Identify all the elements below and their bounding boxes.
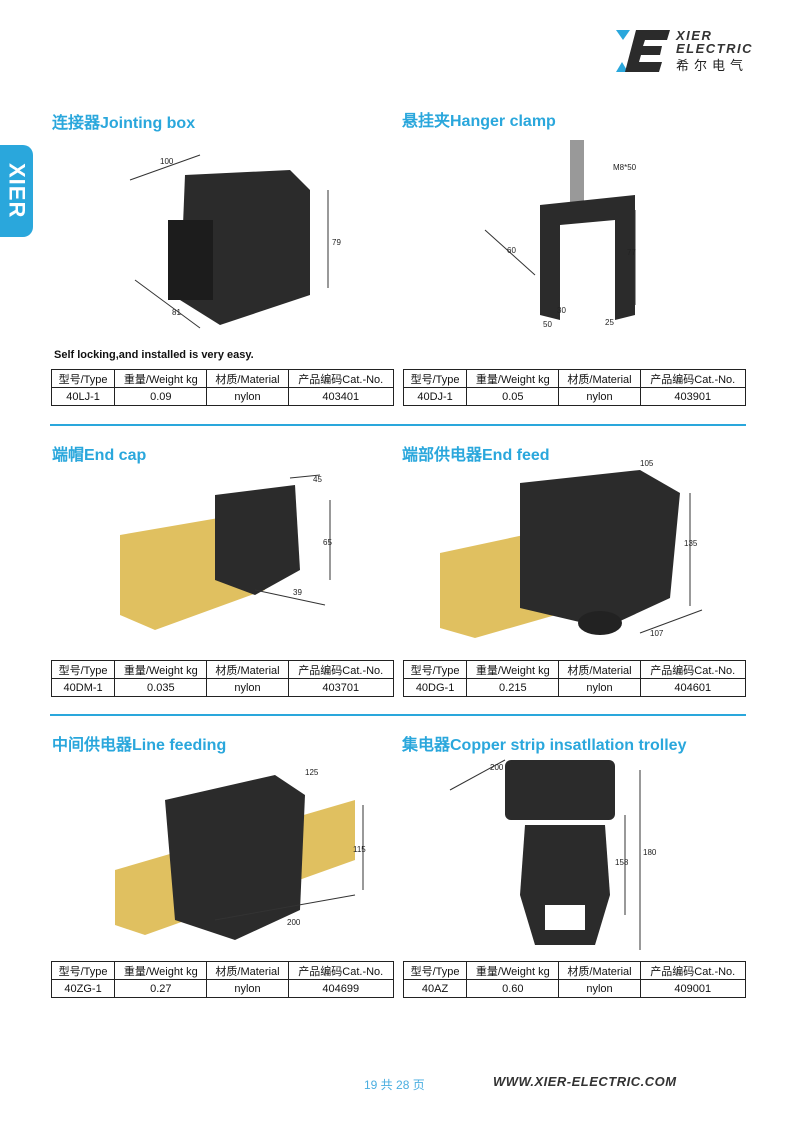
header-type: 型号/Type	[50, 961, 116, 980]
logo-mark-icon	[616, 30, 670, 72]
cell-material: nylon	[558, 979, 641, 998]
logo-text-cn: 希尔电气	[676, 58, 749, 73]
dim-label: 200	[490, 763, 504, 772]
section-divider	[50, 424, 746, 426]
website-url[interactable]: WWW.XIER-ELECTRIC.COM	[493, 1074, 677, 1089]
dim-label: 158	[615, 858, 629, 867]
brand-logo: XIER ELECTRIC 希尔电气	[612, 28, 762, 74]
page-number: 19 共 28 页	[364, 1078, 425, 1092]
cell-weight: 0.035	[114, 678, 208, 697]
header-material: 材质/Material	[206, 660, 289, 679]
cell-type: 40DM-1	[50, 678, 116, 697]
header-weight: 重量/Weight kg	[114, 369, 208, 388]
dim-label: 135	[684, 539, 698, 548]
header-weight: 重量/Weight kg	[114, 660, 208, 679]
cell-cat-no: 403901	[639, 387, 747, 406]
side-tab: XIER	[0, 145, 33, 237]
hanger-clamp-image: M8*50 60 77 30 50 25	[484, 140, 637, 329]
dim-label: 180	[643, 848, 657, 857]
end-feed-image: 105 135 107	[440, 459, 703, 638]
dim-label: 25	[605, 318, 614, 327]
dim-label: 65	[323, 538, 332, 547]
header-material: 材质/Material	[206, 369, 289, 388]
header-material: 材质/Material	[558, 961, 641, 980]
cell-weight: 0.60	[466, 979, 560, 998]
header-weight: 重量/Weight kg	[114, 961, 208, 980]
header-cat-no: 产品编码Cat.-No.	[639, 961, 747, 980]
header-cat-no: 产品编码Cat.-No.	[639, 660, 747, 679]
cell-weight: 0.27	[114, 979, 208, 998]
logo-text-electric: ELECTRIC	[676, 41, 753, 56]
cell-cat-no: 403701	[287, 678, 395, 697]
header-type: 型号/Type	[402, 369, 468, 388]
section-divider	[50, 714, 746, 716]
header-cat-no: 产品编码Cat.-No.	[639, 369, 747, 388]
cell-type: 40LJ-1	[50, 387, 116, 406]
cell-material: nylon	[206, 678, 289, 697]
product-note: Self locking,and installed is very easy.	[54, 349, 254, 361]
dim-label: 105	[640, 459, 654, 468]
dim-label: 79	[332, 238, 341, 247]
side-tab-label: XIER	[4, 163, 30, 219]
dim-label: 39	[293, 588, 302, 597]
header-cat-no: 产品编码Cat.-No.	[287, 961, 395, 980]
dim-label: 50	[543, 320, 552, 329]
dim-label: 60	[507, 246, 516, 255]
dim-label: 107	[650, 629, 664, 638]
cell-type: 40DJ-1	[402, 387, 468, 406]
cell-weight: 0.215	[466, 678, 560, 697]
cell-material: nylon	[206, 387, 289, 406]
header-material: 材质/Material	[558, 660, 641, 679]
header-type: 型号/Type	[402, 660, 468, 679]
end-cap-image: 45 65 39	[120, 474, 332, 630]
product-title: 中间供电器Line feeding	[52, 737, 227, 754]
header-type: 型号/Type	[50, 660, 116, 679]
cell-type: 40ZG-1	[50, 979, 116, 998]
cell-material: nylon	[558, 387, 641, 406]
cell-cat-no: 404601	[639, 678, 747, 697]
cell-weight: 0.09	[114, 387, 208, 406]
header-type: 型号/Type	[50, 369, 116, 388]
header-material: 材质/Material	[206, 961, 289, 980]
header-material: 材质/Material	[558, 369, 641, 388]
cell-cat-no: 409001	[639, 979, 747, 998]
header-weight: 重量/Weight kg	[466, 369, 560, 388]
dim-label: 77	[627, 248, 636, 257]
dim-label: M8*50	[613, 163, 637, 172]
jointing-box-image: 100 79 81	[129, 154, 341, 329]
cell-material: nylon	[558, 678, 641, 697]
line-feeding-image: 125 115 200	[115, 768, 366, 940]
product-title: 端帽End cap	[52, 447, 147, 464]
dim-label: 45	[313, 475, 322, 484]
header-weight: 重量/Weight kg	[466, 961, 560, 980]
header-cat-no: 产品编码Cat.-No.	[287, 369, 395, 388]
cell-cat-no: 403401	[287, 387, 395, 406]
dim-label: 115	[353, 845, 366, 854]
product-title: 端部供电器End feed	[402, 447, 550, 464]
product-title: 连接器Jointing box	[52, 115, 196, 132]
logo-text-xier: XIER	[676, 28, 713, 43]
header-type: 型号/Type	[402, 961, 468, 980]
dim-label: 81	[172, 308, 181, 317]
dim-label: 100	[160, 157, 174, 166]
dim-label: 30	[557, 306, 566, 315]
cell-material: nylon	[206, 979, 289, 998]
header-weight: 重量/Weight kg	[466, 660, 560, 679]
cell-type: 40AZ	[402, 979, 468, 998]
cell-type: 40DG-1	[402, 678, 468, 697]
cell-weight: 0.05	[466, 387, 560, 406]
trolley-image: 200 158 180	[449, 759, 657, 950]
header-cat-no: 产品编码Cat.-No.	[287, 660, 395, 679]
dim-label: 200	[287, 918, 301, 927]
product-title: 悬挂夹Hanger clamp	[402, 113, 556, 130]
dim-label: 125	[305, 768, 319, 777]
cell-cat-no: 404699	[287, 979, 395, 998]
product-title: 集电器Copper strip insatllation trolley	[402, 737, 687, 754]
